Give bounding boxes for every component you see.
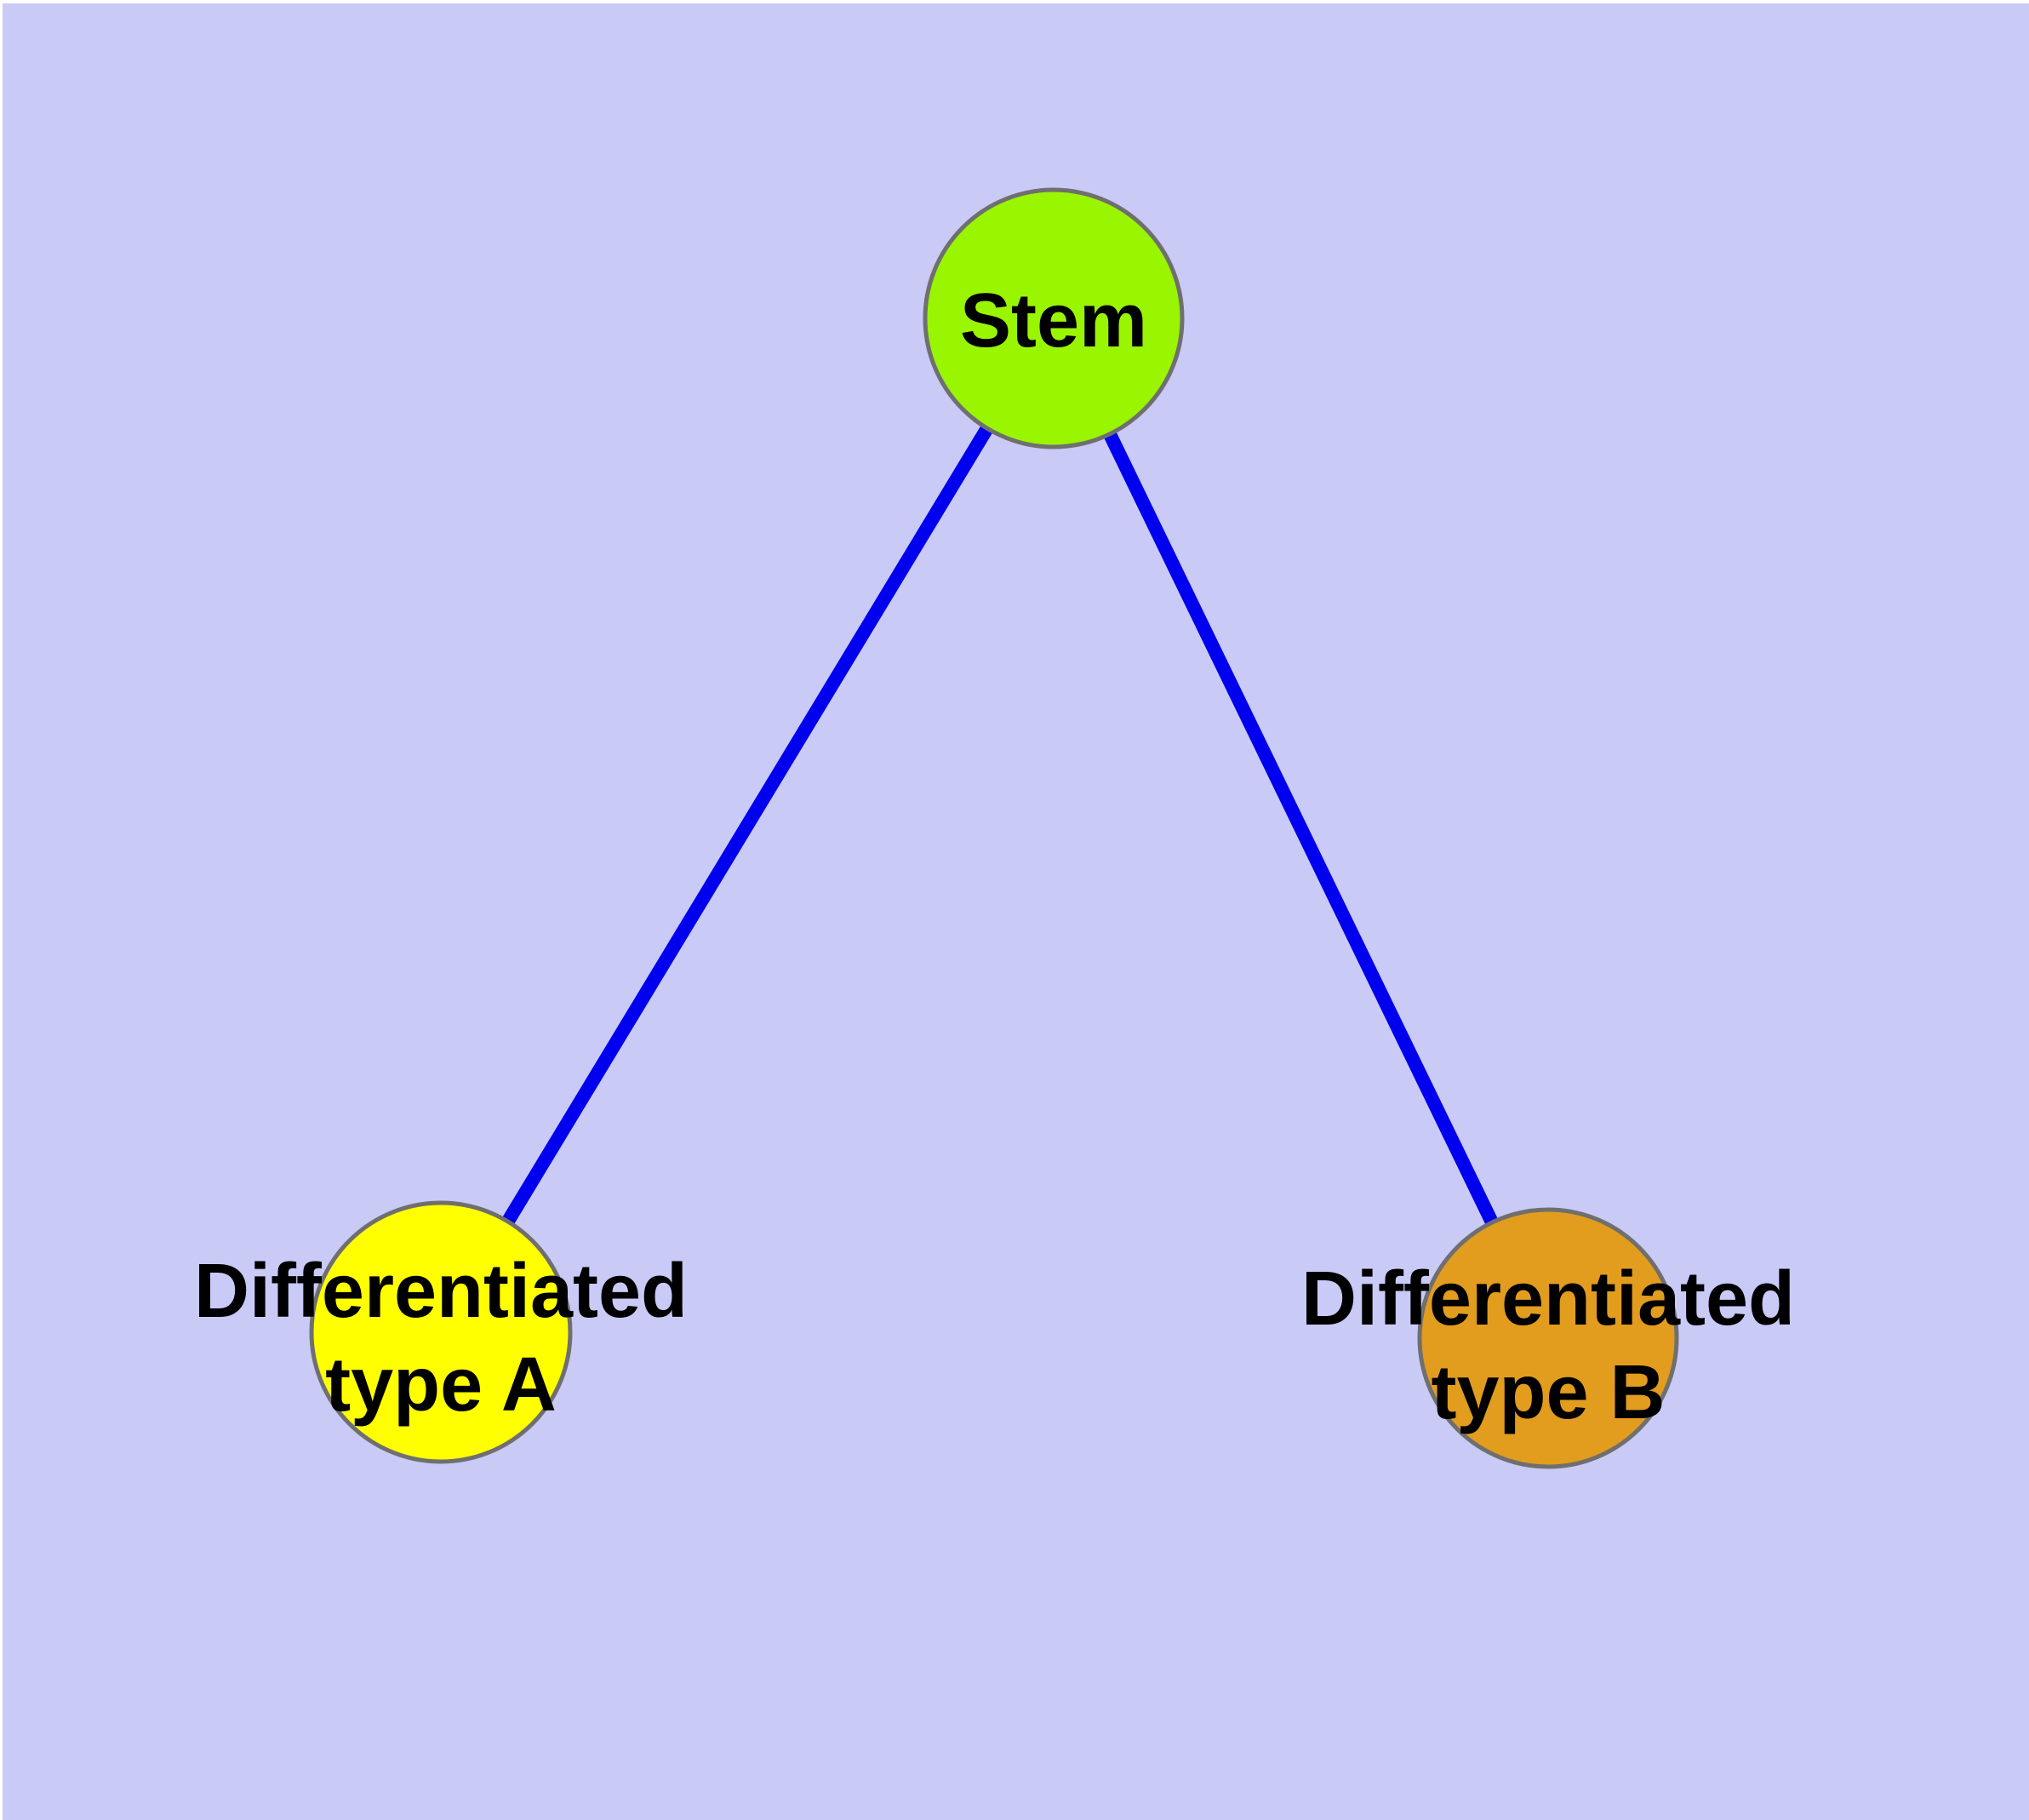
- edge-stem-to-type-b: [1047, 315, 1555, 1342]
- node-stem: [923, 187, 1185, 449]
- node-type-a-label-line2: type A: [325, 1342, 557, 1428]
- node-differentiated-type-a: [309, 1200, 573, 1464]
- node-type-b-label-line2: type B: [1431, 1350, 1665, 1435]
- node-differentiated-type-b: [1417, 1207, 1679, 1469]
- node-type-b-label-line1: Differentiated: [1301, 1256, 1795, 1342]
- node-stem-label: Stem: [960, 278, 1147, 363]
- node-type-a-label-line1: Differentiated: [194, 1249, 688, 1334]
- edge-stem-to-type-a: [435, 314, 1060, 1336]
